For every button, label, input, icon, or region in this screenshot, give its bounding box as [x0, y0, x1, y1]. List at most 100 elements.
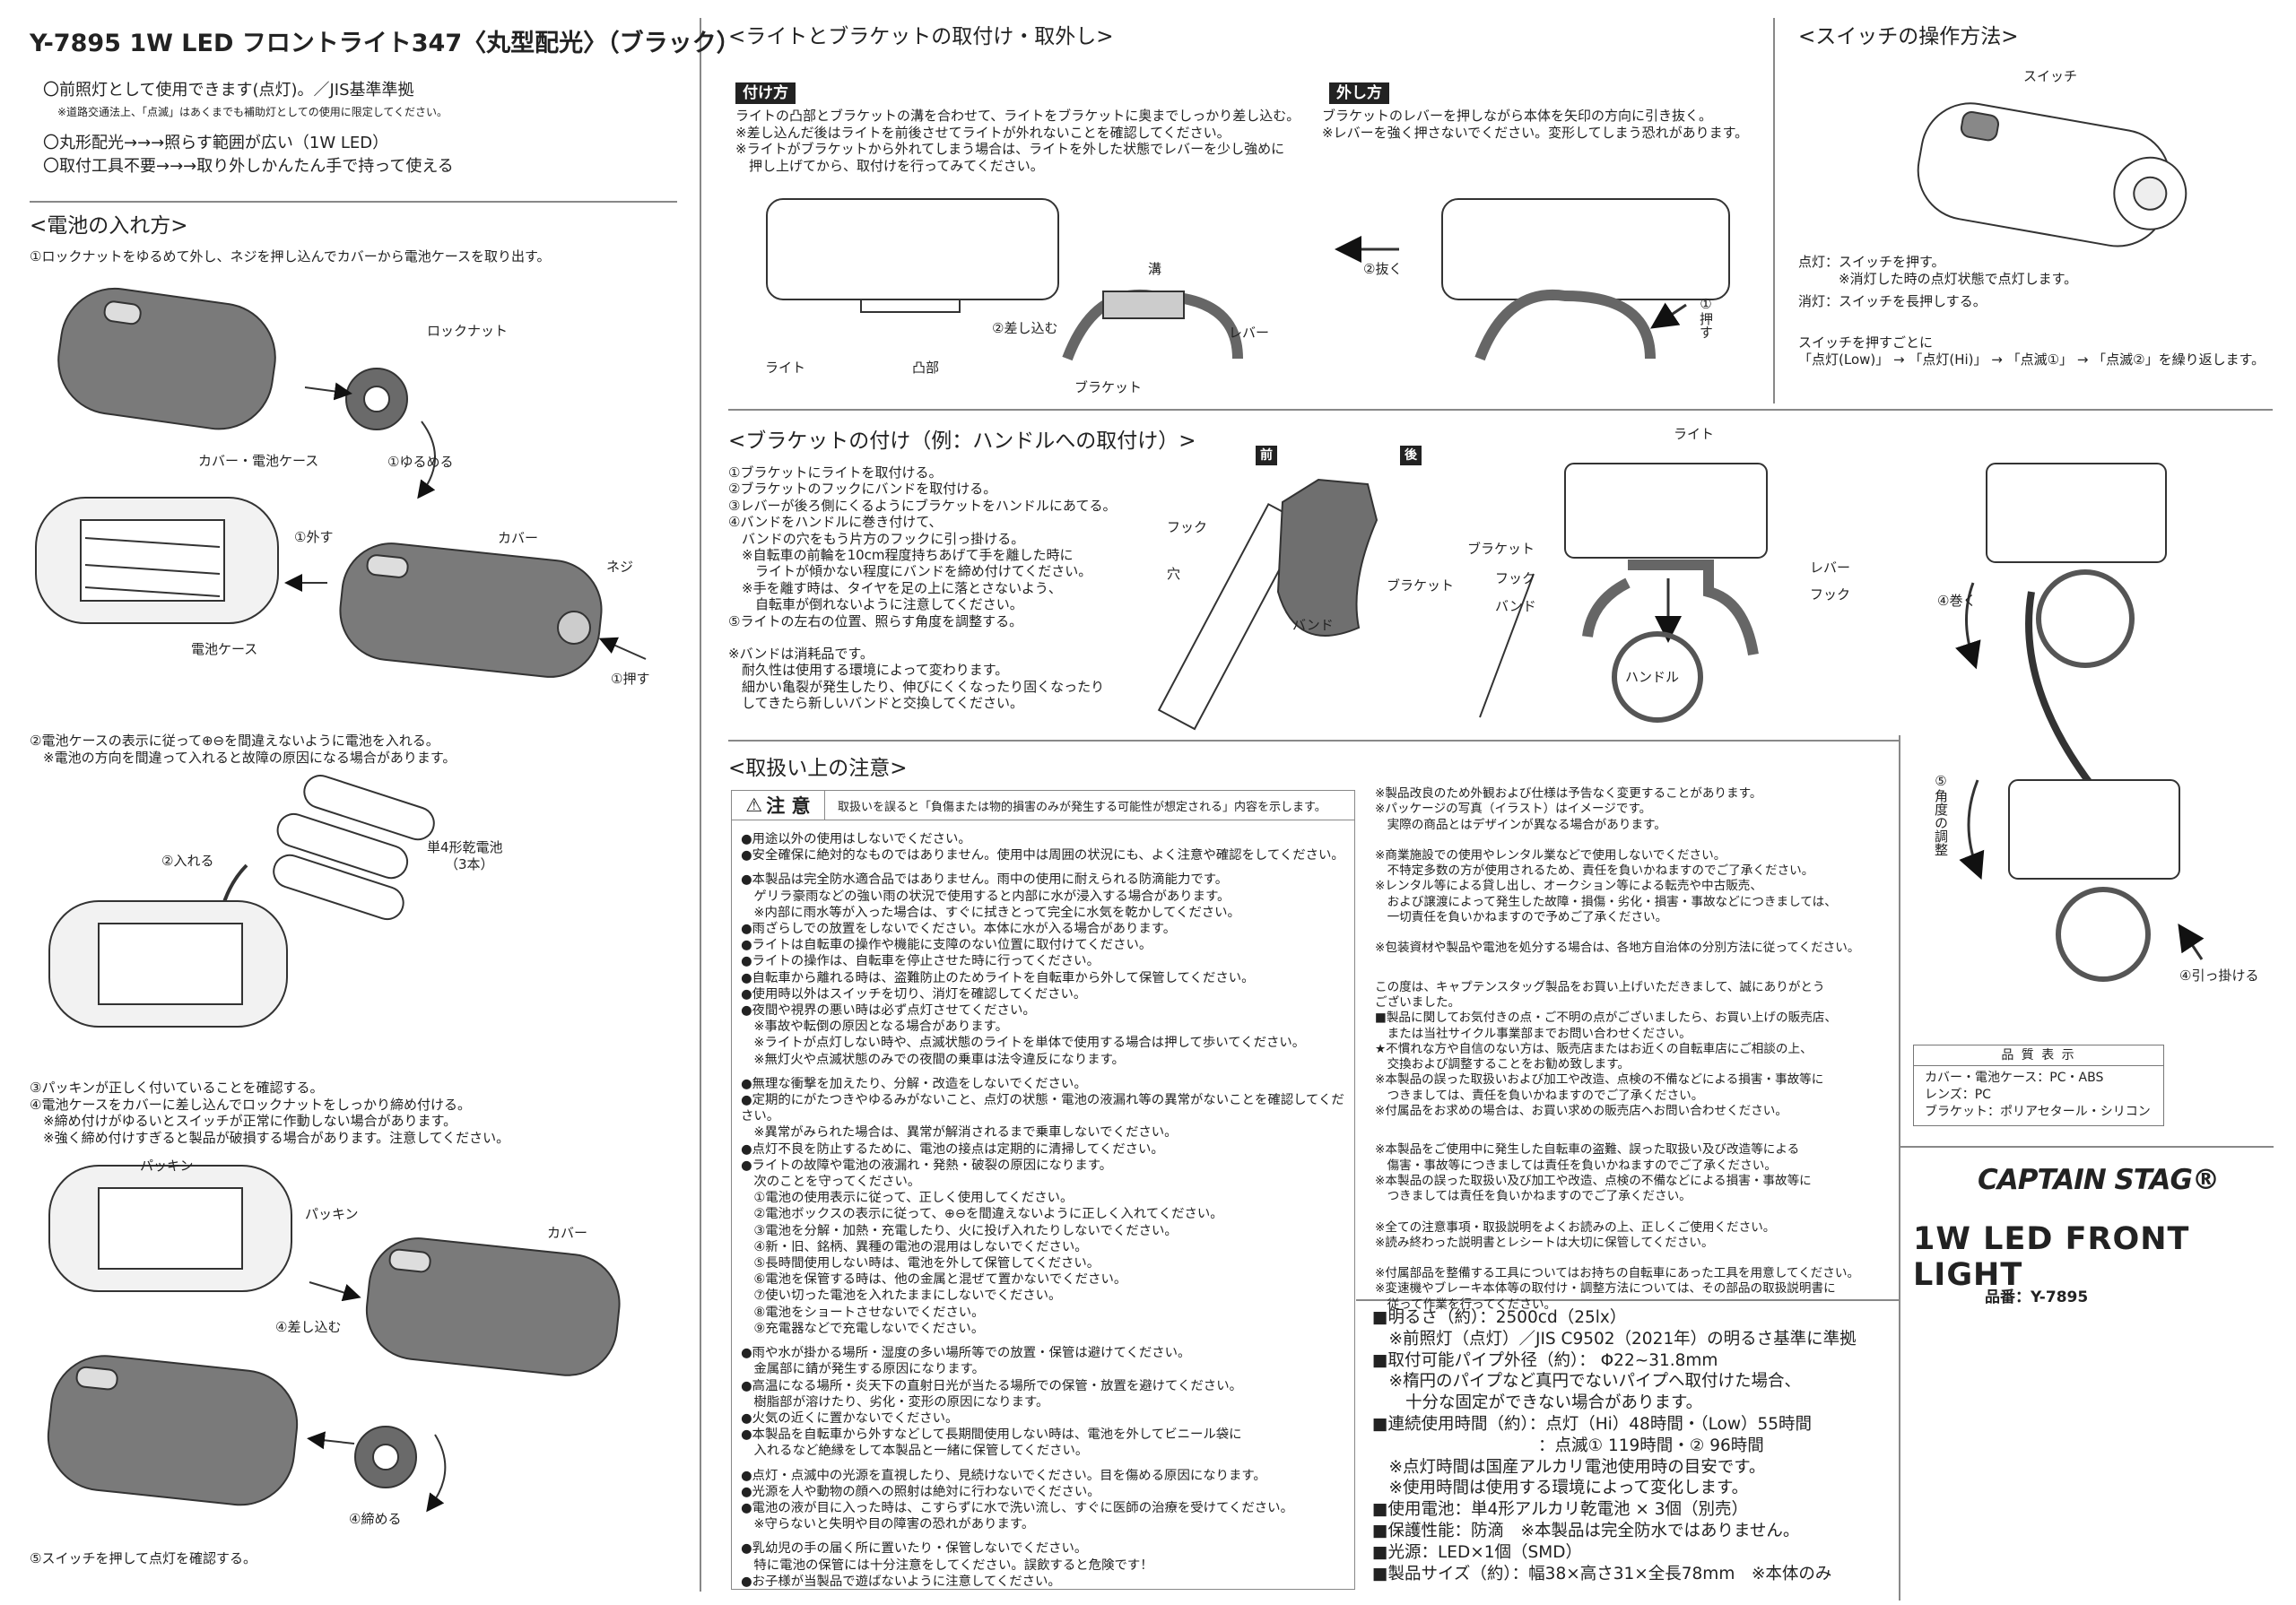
page-title: Y-7895 1W LED フロントライト347〈丸型配光〉（ブラック） [30, 30, 741, 57]
label-packing-1: パッキン [140, 1158, 194, 1174]
label-case: 電池ケース [191, 641, 258, 657]
feature-note: ※道路交通法上、「点滅」はあくまでも補助灯としての使用に限定してください。 [57, 106, 448, 118]
label-push-vertical: ①押す [1698, 296, 1714, 339]
label-loosen: ①ゆるめる [387, 454, 454, 470]
divider-vertical [700, 18, 701, 1592]
label-cover: カバー [498, 530, 539, 546]
label-bracket-2: ブラケット [1467, 541, 1535, 557]
note-group: ※包装資材や製品や電池を処分する場合は、各地方自治体の分別方法に従ってください。 [1375, 941, 1860, 956]
label-bracket: ブラケット [1387, 577, 1455, 594]
label-wrap: ④巻く [1937, 593, 1977, 609]
assembled-light-illustration [47, 1355, 299, 1506]
label-tighten: ④締める [349, 1511, 402, 1527]
label-pull: ②抜く [1363, 261, 1403, 277]
battery-case-illustration [35, 497, 279, 624]
brand-logo: CAPTAIN STAG® [1978, 1164, 2220, 1196]
caution-group: ●用途以外の使用はしないでください。 ●安全確保に絶対的なものではありません。使… [741, 832, 1344, 863]
arrow [307, 1431, 355, 1450]
battery-step-1: ①ロックナットをゆるめて外し、ネジを押し込んでカバーから電池ケースを取り出す。 [30, 248, 551, 265]
label-lever: レバー [1229, 325, 1270, 341]
note-group: この度は、キャプテンスタッグ製品をお買い上げいただきまして、誠にありがとう ござ… [1375, 979, 1837, 1119]
label-groove: 溝 [1148, 261, 1162, 277]
bracket-part-illustration [1276, 478, 1378, 637]
label-locknut: ロックナット [427, 323, 509, 339]
note-group: ※商業施設での使用やレンタル業などで使用しないでください。 不特定多数の方が使用… [1375, 847, 1837, 925]
caution-group: ●雨や水が掛かる場所・湿度の多い場所等での放置・保管は避けてください。 金属部に… [741, 1346, 1242, 1459]
label-light: ライト [765, 360, 806, 376]
divider [30, 201, 677, 203]
divider [728, 409, 2273, 411]
divider [728, 740, 1899, 742]
warning-icon: ⚠ [745, 794, 763, 816]
attach-text: ライトの凸部とブラケットの溝を合わせて、ライトをブラケットに奥までしっかり差し込… [735, 108, 1300, 174]
label-switch: スイッチ [2023, 68, 2078, 84]
divider [1899, 1146, 2274, 1148]
handlebar-circle [1612, 631, 1703, 723]
feature-3: 〇取付工具不要→→→取り外しかんたん手で持って使える [43, 157, 454, 176]
label-hang: ④引っ掛ける [2179, 967, 2259, 984]
caution-heading: <取扱い上の注意> [728, 757, 908, 780]
label-aaa: 単4形乾電池 [427, 839, 503, 855]
arrow [309, 1281, 361, 1302]
rotate-arrow-2 [426, 1434, 447, 1513]
label-insert: ②差し込む [992, 320, 1058, 336]
light-detach-illustration [1441, 198, 1730, 300]
caution-header: ⚠注 意 取扱いを誤ると「負傷または物的損害のみが発生する可能性が想定される」内… [732, 791, 1354, 820]
detach-tag: 外し方 [1329, 82, 1389, 104]
label-hook: フック [1167, 519, 1208, 535]
notes: ※製品改良のため外観および仕様は予告なく変更することがあります。 ※パッケージの… [1375, 786, 1859, 1313]
divider-vertical [1773, 18, 1775, 403]
feature-2: 〇丸形配光→→→照らす範囲が広い（1W LED） [43, 134, 389, 152]
label-insert-2: ④差し込む [275, 1319, 342, 1335]
switch-heading: <スイッチの操作方法> [1798, 25, 2019, 48]
label-cover-case: カバー・電池ケース [198, 453, 319, 469]
groove-illustration [1102, 291, 1185, 319]
quality-body: カバー・電池ケース：PC・ABS レンズ：PC ブラケット：ポリアセタール・シリ… [1925, 1071, 2151, 1119]
mount-heading: <ライトとブラケットの取付け・取外し> [728, 25, 1114, 48]
bracket-heading: <ブラケットの付け（例：ハンドルへの取付け）> [728, 429, 1196, 453]
band-note: ※バンドは消耗品です。 耐久性は使用する環境によって変わります。 細かい亀裂が発… [728, 646, 1105, 712]
note-group: ※全ての注意事項・取扱説明をよくお読みの上、正しくご使用ください。 ※読み終わっ… [1375, 1219, 1776, 1250]
label-packing-2: パッキン [305, 1206, 359, 1222]
caution-body: ●用途以外の使用はしないでください。 ●安全確保に絶対的なものではありません。使… [732, 820, 1354, 1590]
detach-text: ブラケットのレバーを押しながら本体を矢印の方向に引き抜く。 ※レバーを強く押さな… [1322, 108, 1749, 141]
label-light: ライト [1674, 426, 1715, 442]
feature-1: 〇前照灯として使用できます(点灯)。／JIS基準準拠 [43, 81, 414, 100]
cover-illustration-2 [365, 1237, 621, 1376]
label-band-2: バンド [1495, 598, 1536, 614]
battery-step-5: ⑤スイッチを押して点灯を確認する。 [30, 1550, 257, 1566]
quality-box: 品 質 表 示 カバー・電池ケース：PC・ABS レンズ：PC ブラケット：ポリ… [1913, 1045, 2164, 1126]
light-attach-illustration [766, 198, 1059, 313]
caution-desc: 取扱いを誤ると「負傷または物的損害のみが発生する可能性が想定される」内容を示しま… [838, 800, 1326, 814]
product-name: 1W LED FRONT LIGHT [1913, 1221, 2190, 1293]
battery-step-3-4: ③パッキンが正しく付いていることを確認する。 ④電池ケースをカバーに差し込んでロ… [30, 1080, 510, 1146]
label-lever: レバー [1810, 560, 1851, 576]
arrow [304, 382, 352, 401]
label-hook-2: フック [1495, 570, 1536, 586]
wrap-arrow [1955, 582, 1981, 670]
label-screw: ネジ [606, 559, 634, 575]
attach-tag: 付け方 [735, 82, 796, 104]
label-band: バンド [1292, 617, 1334, 633]
note-group: ※本製品をご使用中に発生した自転車の盗難、誤った取扱い及び改造等による 傷害・事… [1375, 1142, 1812, 1204]
screw-illustration [557, 611, 591, 645]
divider-vertical [1899, 735, 1900, 1601]
label-bracket: ブラケット [1074, 379, 1143, 395]
battery-case-packing-illustration [48, 1165, 292, 1292]
label-push: ①押す [611, 671, 650, 687]
push-arrow [1650, 302, 1687, 329]
battery-heading: <電池の入れ方> [30, 214, 188, 238]
arrow [598, 637, 647, 660]
note-group: ※付属部品を整備する工具についてはお持ちの自転車にあった工具を用意してください。… [1375, 1266, 1860, 1312]
specs: ■明るさ（約）：2500cd（25lx） ※前照灯（点灯）／JIS C9502（… [1372, 1308, 1857, 1583]
battery-case-open-illustration [48, 900, 288, 1028]
label-boss: 凸部 [912, 360, 940, 376]
note-group: ※製品改良のため外観および仕様は予告なく変更することがあります。 ※パッケージの… [1375, 786, 1762, 832]
caution-group: ●乳幼児の手の届く所に置いたり・保管しないでください。 特に電池の保管には十分注… [741, 1541, 1153, 1589]
light-angle-illustration [2008, 779, 2180, 982]
battery-step-2: ②電池ケースの表示に従って⊕⊖を間違えないように電池を入れる。 ※電池の方向を間… [30, 733, 457, 766]
quality-title: 品 質 表 示 [1914, 1045, 2163, 1066]
light-cover-illustration [57, 287, 276, 430]
caution-title-cell: ⚠注 意 [732, 791, 825, 820]
band-line [1479, 573, 1535, 718]
